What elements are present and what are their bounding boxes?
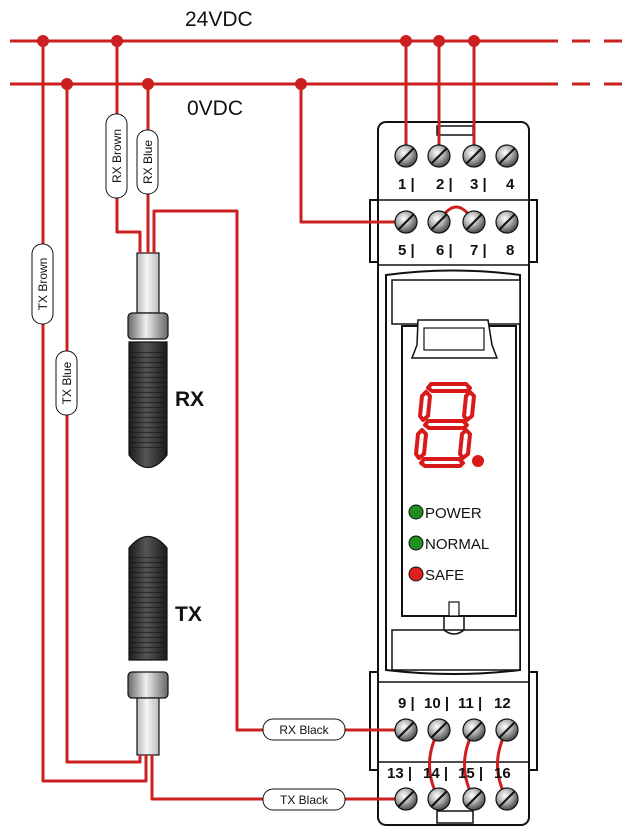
wire-0v-to-t5 bbox=[299, 84, 406, 224]
terminal-label-12: 12 bbox=[494, 695, 511, 712]
wire-tag-tx-blue: TX Blue bbox=[55, 350, 78, 416]
terminal-5 bbox=[394, 210, 418, 234]
terminal-label-9: 9 | bbox=[398, 695, 415, 712]
wire-tag-rx-blue: RX Blue bbox=[136, 129, 159, 195]
rx-sensor: RX bbox=[127, 252, 204, 469]
terminal-12 bbox=[495, 718, 519, 742]
terminal-label-10: 10 | bbox=[424, 695, 449, 712]
terminal-label-13: 13 | bbox=[387, 765, 412, 782]
wire-tag-rx-black: RX Black bbox=[262, 718, 346, 741]
terminal-label-5: 5 | bbox=[398, 242, 415, 259]
tx-sensor-label: TX bbox=[175, 603, 202, 626]
tx-sensor: TX bbox=[127, 535, 202, 756]
led-label-normal: NORMAL bbox=[425, 536, 489, 553]
wire-tag-tx-brown-label: TX Brown bbox=[36, 258, 50, 311]
power-led-icon bbox=[408, 504, 424, 520]
terminal-8 bbox=[495, 210, 519, 234]
led-label-power: POWER bbox=[425, 505, 482, 522]
rx-sensor-label: RX bbox=[175, 388, 204, 411]
terminal-6 bbox=[427, 210, 451, 234]
safe-led-icon bbox=[408, 566, 424, 582]
terminal-label-16: 16 bbox=[494, 765, 511, 782]
terminal-15 bbox=[462, 787, 486, 811]
terminal-9 bbox=[394, 718, 418, 742]
wire-tag-rx-black-label: RX Black bbox=[279, 723, 329, 737]
terminal-row-3: 9 | 10 | 11 | 12 bbox=[394, 695, 519, 742]
terminal-label-14: 14 | bbox=[423, 765, 448, 782]
led-indicator-panel: POWER NORMAL SAFE bbox=[408, 504, 489, 584]
wire-tag-tx-black-label: TX Black bbox=[280, 793, 329, 807]
wire-tag-rx-blue-label: RX Blue bbox=[141, 140, 155, 184]
terminal-13 bbox=[394, 787, 418, 811]
terminal-row-top: 1 | 2 | 3 | 4 bbox=[394, 144, 519, 193]
wire-tx-blue bbox=[65, 84, 142, 764]
terminal-14 bbox=[427, 787, 451, 811]
terminal-3 bbox=[462, 144, 486, 168]
led-safe: SAFE bbox=[408, 566, 464, 584]
wire-tag-rx-brown-label: RX Brown bbox=[110, 129, 124, 183]
terminal-7 bbox=[462, 210, 486, 234]
terminal-2 bbox=[427, 144, 451, 168]
wire-tag-tx-brown: TX Brown bbox=[31, 243, 54, 325]
seven-segment-display bbox=[414, 382, 484, 468]
terminal-16 bbox=[495, 787, 519, 811]
terminal-11 bbox=[462, 718, 486, 742]
led-normal: NORMAL bbox=[408, 535, 489, 553]
wire-tag-tx-black: TX Black bbox=[262, 788, 346, 811]
led-power: POWER bbox=[408, 504, 482, 522]
terminal-row-2: 5 | 6 | 7 | 8 bbox=[394, 210, 519, 259]
wire-tag-tx-blue-label: TX Blue bbox=[60, 361, 74, 404]
rail-label-0vdc: 0VDC bbox=[187, 97, 244, 120]
terminal-label-7: 7 | bbox=[470, 242, 487, 259]
terminal-1 bbox=[394, 144, 418, 168]
wire-rx-black bbox=[152, 209, 406, 732]
terminal-label-6: 6 | bbox=[436, 242, 453, 259]
wire-tag-rx-brown: RX Brown bbox=[105, 113, 128, 199]
terminal-4 bbox=[495, 144, 519, 168]
led-label-safe: SAFE bbox=[425, 567, 464, 584]
terminal-label-11: 11 | bbox=[458, 695, 482, 712]
terminal-label-2: 2 | bbox=[436, 176, 453, 193]
terminal-label-3: 3 | bbox=[470, 176, 487, 193]
junction-dots bbox=[37, 35, 480, 90]
terminal-label-4: 4 bbox=[506, 176, 515, 193]
normal-led-icon bbox=[408, 535, 424, 551]
wire-tx-brown bbox=[41, 41, 148, 783]
terminal-row-bottom: 13 | 14 | 15 | 16 bbox=[387, 765, 519, 811]
terminal-label-15: 15 | bbox=[458, 765, 483, 782]
terminal-label-8: 8 bbox=[506, 242, 514, 259]
terminal-10 bbox=[427, 718, 451, 742]
rail-label-24vdc: 24VDC bbox=[185, 8, 253, 31]
terminal-label-1: 1 | bbox=[398, 176, 415, 193]
